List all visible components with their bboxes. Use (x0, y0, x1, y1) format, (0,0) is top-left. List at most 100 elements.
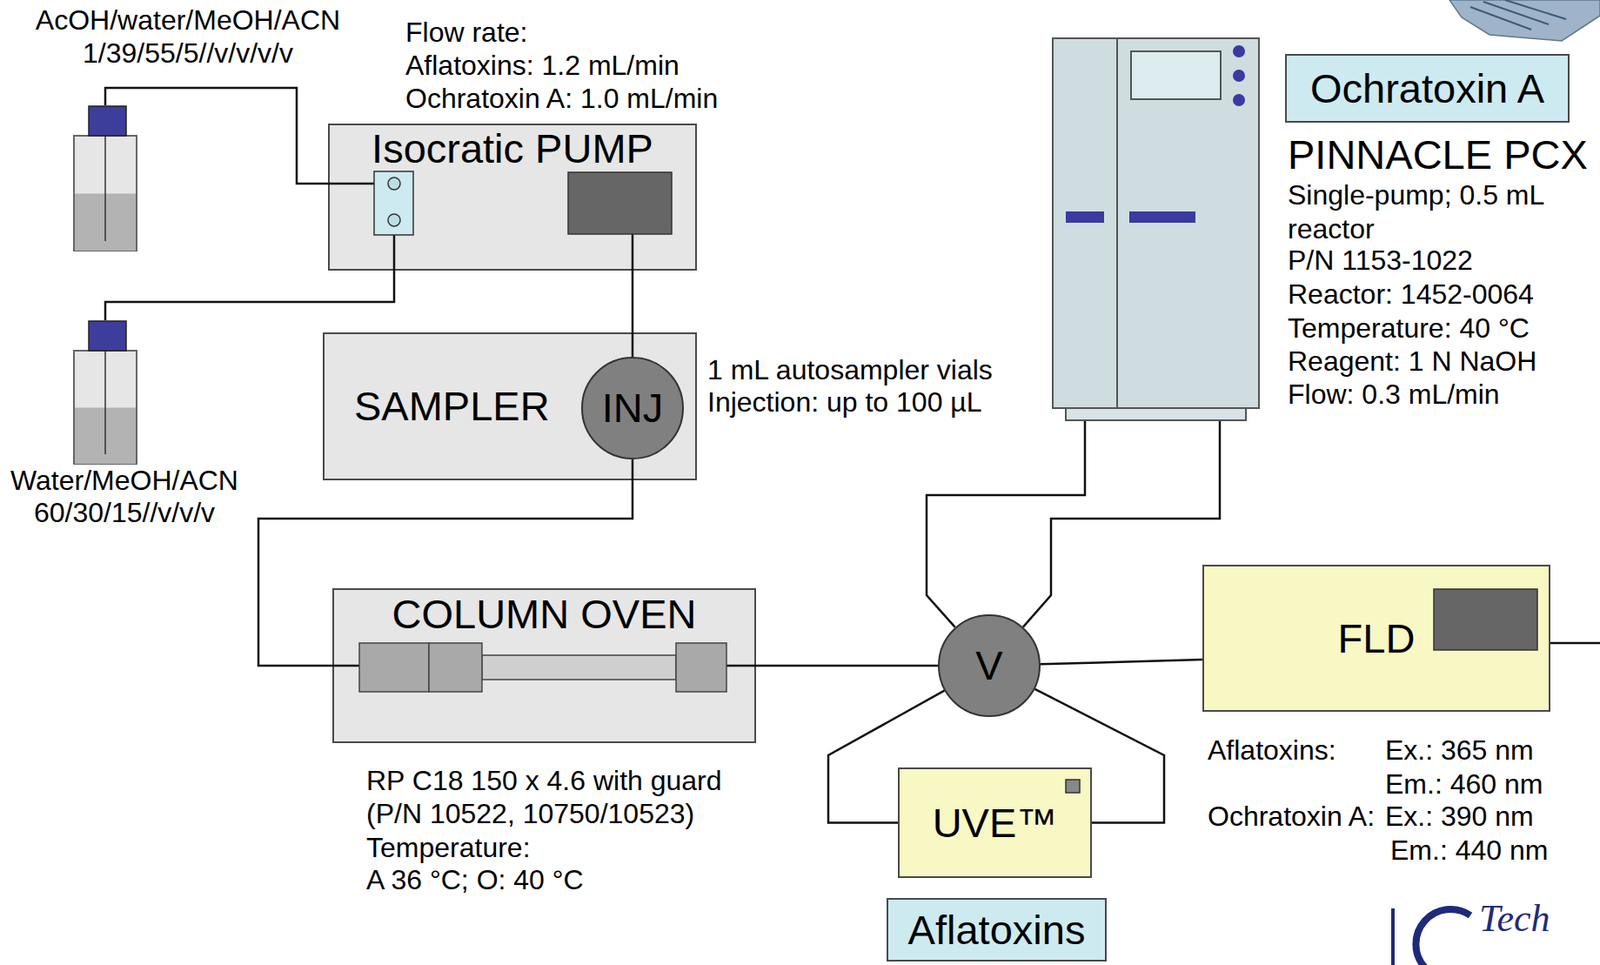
column-tube (482, 655, 677, 680)
note-text: Flow: 0.3 mL/min (1287, 378, 1500, 411)
photo-fragment (1449, 0, 1600, 41)
node-text: AcOH/water/MeOH/ACN 1/39/55/5//v/v/v/v (31, 3, 345, 70)
title-box: Ochratoxin A (1285, 53, 1570, 123)
logo-arc (1415, 909, 1471, 965)
tubing-line (1023, 420, 1220, 628)
bottle-body (73, 350, 137, 464)
node-text: Aflatoxins (908, 906, 1086, 954)
column-end-fitting (676, 642, 727, 692)
dip-tube (104, 350, 107, 455)
note-text: Single-pump; 0.5 mL reactor (1287, 178, 1575, 246)
pump-box: Isocratic PUMP (328, 123, 697, 271)
box-outline (1285, 54, 1569, 122)
bottle-cap (88, 106, 127, 136)
unit-door-line (1116, 38, 1118, 409)
node-text: Ochratoxin A (1310, 65, 1545, 113)
node-text: V (975, 642, 1003, 690)
sampler-box: INJ SAMPLER (322, 332, 697, 481)
photo-detail (1470, 0, 1567, 30)
dip-tube (104, 135, 107, 242)
reactor-unit-shape (1051, 37, 1260, 421)
tubing-line (926, 420, 1085, 628)
feed-line (631, 332, 635, 357)
unit-handle (1129, 211, 1196, 223)
tubing-line (1040, 659, 1203, 664)
note-text: Em.: 440 nm (1390, 834, 1548, 867)
note-text: Ochratoxin A: 1.0 mL/min (405, 82, 718, 115)
node-text: COLUMN OVEN (392, 590, 697, 638)
note-text: RP C18 150 x 4.6 with guard (366, 764, 723, 797)
valve-port (388, 177, 401, 190)
unit-screen (1131, 51, 1221, 100)
detector-box: UVE™ (897, 767, 1092, 878)
note-text: (P/N 10522, 10750/10523) (366, 797, 695, 831)
note-text: Injection: up to 100 µL (707, 386, 983, 419)
column-line (726, 664, 757, 668)
note-text: Aflatoxins: (1207, 734, 1337, 767)
detector-display (1433, 589, 1538, 650)
note-text: P/N 1153-1022 (1287, 244, 1473, 277)
proportioning-valve (374, 171, 414, 235)
node-text: PINNACLE PCX (1287, 131, 1588, 179)
note-text: Em.: 460 nm (1385, 768, 1543, 801)
box-outline (333, 589, 756, 743)
unit-button (1232, 45, 1246, 58)
feed-line (631, 459, 635, 481)
tubing-line (631, 270, 635, 357)
unit-handle (1065, 211, 1105, 223)
solvent-bottle-shape (73, 320, 138, 465)
indicator-square (1065, 779, 1080, 793)
tubing-line (105, 87, 329, 184)
node-text: INJ (602, 384, 664, 432)
unit-base (1065, 408, 1246, 421)
logo-bar (1391, 908, 1395, 965)
node-text: UVE™ (932, 799, 1058, 847)
unit-button (1232, 93, 1246, 107)
note-text: Reactor: 1452-0064 (1287, 278, 1534, 311)
solvent-bottle-shape (73, 105, 138, 252)
oven-box: COLUMN OVEN (332, 588, 757, 744)
tubing-line (105, 270, 395, 321)
unit-body (1052, 38, 1259, 409)
injector-circle: INJ (581, 356, 684, 460)
box-outline (898, 768, 1092, 877)
note-text: Ex.: 390 nm (1385, 800, 1534, 833)
bottle-body (73, 135, 137, 251)
pump-head (568, 172, 672, 235)
detector-box: FLD (1202, 564, 1551, 712)
circle-outline (938, 615, 1040, 717)
node-text: SAMPLER (354, 382, 550, 430)
note-text: Ex.: 365 nm (1385, 734, 1534, 767)
guard-holder (359, 642, 429, 692)
note-text: Temperature: (366, 831, 531, 864)
valve-port (388, 214, 401, 227)
note-text: 1 mL autosampler vials (707, 354, 993, 387)
unit-button (1232, 69, 1246, 82)
outlet-line (1550, 642, 1600, 645)
valve-circle: V (937, 614, 1041, 717)
box-outline (328, 124, 697, 270)
box-outline (1203, 565, 1550, 711)
node-text: Isocratic PUMP (371, 125, 654, 173)
bottle-cap (88, 321, 127, 351)
solvent-bottle: Water/MeOH/ACN 60/30/15//v/v/v (73, 320, 138, 465)
box-outline (887, 898, 1106, 961)
node-text: FLD (1338, 615, 1416, 663)
note-text: Aflatoxins: 1.2 mL/min (405, 49, 680, 82)
node-text: Water/MeOH/ACN 60/30/15//v/v/v (2, 464, 247, 529)
column-line (332, 664, 360, 668)
solvent-bottle: AcOH/water/MeOH/ACN 1/39/55/5//v/v/v/v (73, 105, 138, 252)
note-text: Flow rate: (405, 16, 528, 49)
guard-cartridge (428, 642, 483, 692)
note-text: Reagent: 1 N NaOH (1287, 345, 1537, 378)
note-text: Temperature: 40 °C (1287, 312, 1530, 345)
box-outline (323, 333, 697, 480)
title-box: Aflatoxins (886, 897, 1107, 962)
note-text: A 36 °C; O: 40 °C (366, 863, 584, 897)
note-text: Ochratoxin A: (1207, 800, 1375, 833)
reactor-unit: PINNACLE PCX (1051, 37, 1260, 421)
outlet-line (631, 234, 635, 271)
logo-text: Tech (1479, 896, 1551, 942)
